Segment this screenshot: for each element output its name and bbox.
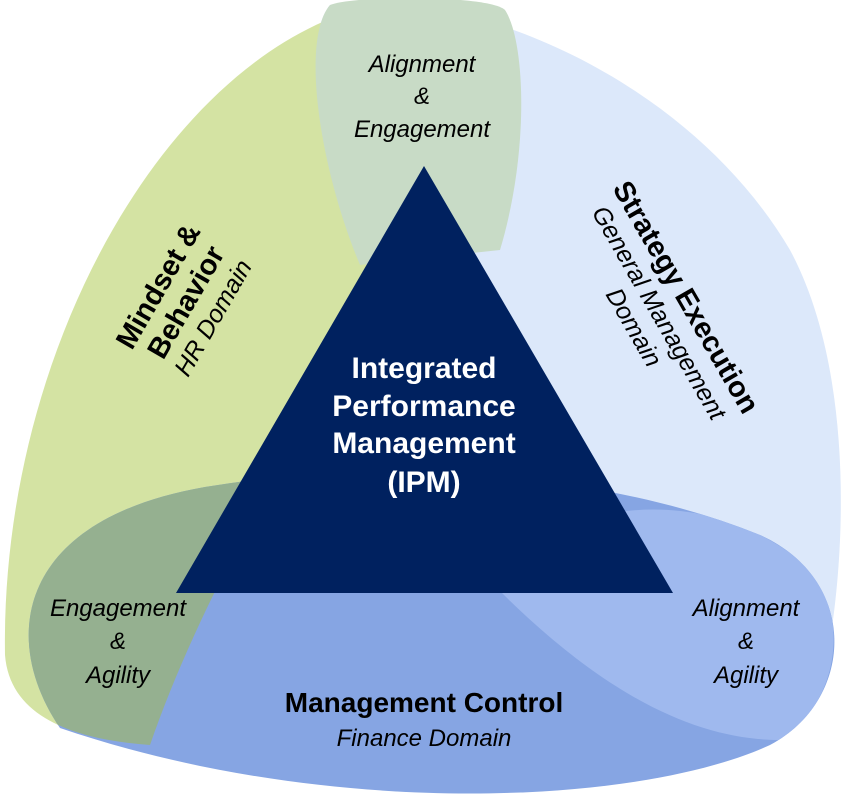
overlap-top-line-1: Alignment	[367, 51, 477, 78]
finance-domain-subtitle: Finance Domain	[337, 725, 512, 752]
ipm-triangle	[176, 166, 673, 593]
alignment-engagement-overlap	[315, 0, 522, 265]
ipm-line-3: Management	[332, 427, 515, 460]
overlap-top-line-2: &	[414, 83, 430, 110]
overlap-bottom-left-line-3: Agility	[84, 662, 152, 689]
management-control-title: Management Control	[285, 687, 563, 718]
overlap-bottom-right-line-1: Alignment	[691, 595, 801, 622]
overlap-bottom-right-line-2: &	[738, 628, 754, 655]
overlap-bottom-left-line-2: &	[110, 628, 126, 655]
ipm-line-4: (IPM)	[387, 466, 460, 499]
ipm-line-2: Performance	[332, 390, 515, 423]
engagement-agility-overlap	[28, 472, 405, 745]
ipm-line-1: Integrated	[351, 352, 496, 385]
overlap-bottom-left-line-1: Engagement	[50, 595, 187, 622]
overlap-top-line-3: Engagement	[354, 116, 491, 143]
overlap-bottom-right-line-3: Agility	[712, 662, 780, 689]
